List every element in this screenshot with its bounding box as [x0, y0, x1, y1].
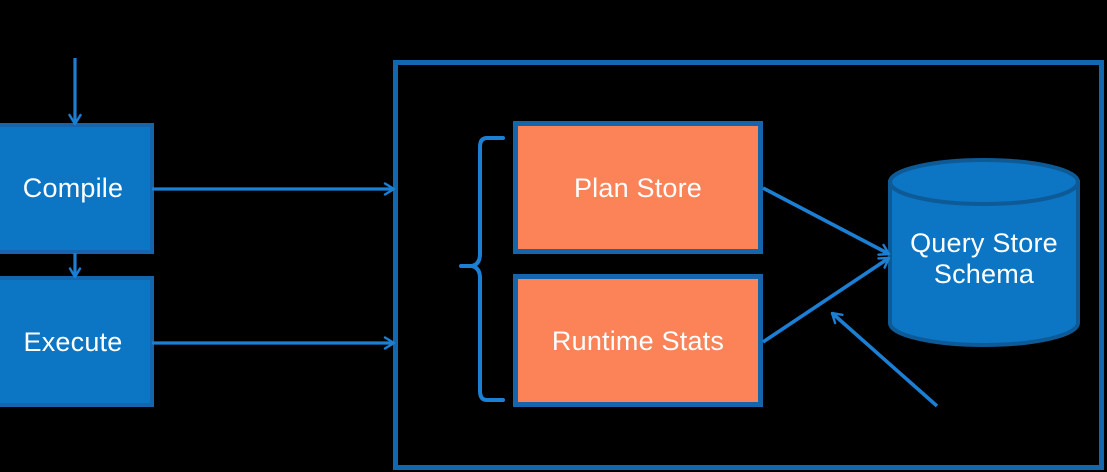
runtime-stats-box[interactable]	[513, 274, 763, 407]
compile-node[interactable]	[0, 125, 152, 252]
plan-store-node[interactable]	[513, 121, 763, 254]
runtime-stats-to-schema-arrow	[762, 256, 891, 344]
execute-node[interactable]	[0, 278, 152, 405]
grouping-brace	[470, 136, 505, 402]
external-to-schema-arrow	[830, 311, 939, 408]
query-store-schema-node[interactable]	[888, 160, 1078, 345]
plan-store-to-schema-arrow	[762, 186, 891, 256]
runtime-stats-node[interactable]	[513, 274, 763, 407]
plan-store-box[interactable]	[513, 121, 763, 254]
query-store-container	[393, 60, 1104, 470]
query-store-schema-cylinder[interactable]	[888, 158, 1080, 347]
